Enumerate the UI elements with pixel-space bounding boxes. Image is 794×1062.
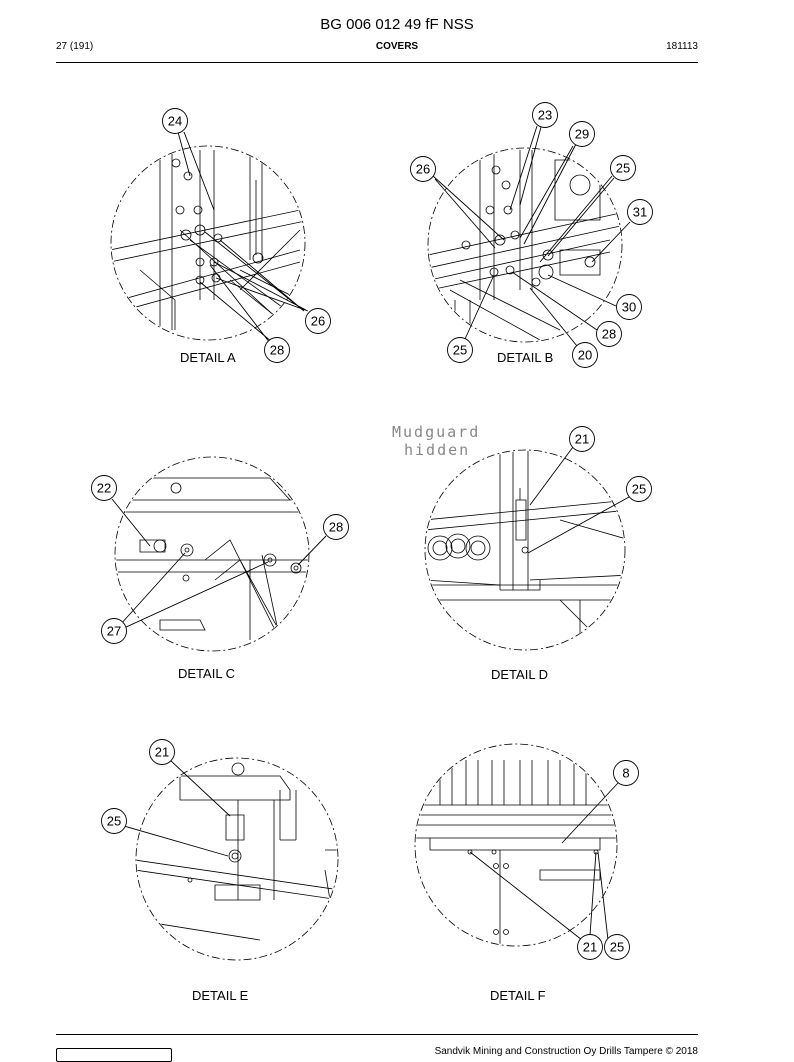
callout-b-2: 29 <box>575 127 589 142</box>
detail-c-label: DETAIL C <box>178 666 235 681</box>
detail-b-label: DETAIL B <box>497 350 553 365</box>
detail-b <box>410 102 653 368</box>
hidden-note: hidden <box>404 441 470 459</box>
callout-b-7: 28 <box>602 327 616 342</box>
page-number: 27 (191) <box>56 41 94 52</box>
detail-a <box>110 108 331 363</box>
callout-b-9: 20 <box>578 348 592 363</box>
detail-f <box>414 743 639 960</box>
callout-b-3: 26 <box>416 162 430 177</box>
callout-b-8: 25 <box>453 343 467 358</box>
header-rule <box>56 62 698 63</box>
callout-c-3: 27 <box>107 624 121 639</box>
callout-d-2: 25 <box>632 482 646 497</box>
callout-a-1: 24 <box>168 114 182 129</box>
callout-b-1: 23 <box>538 108 552 123</box>
callout-b-4: 25 <box>616 161 630 176</box>
copyright-text: Sandvik Mining and Construction Oy Drill… <box>434 1046 698 1057</box>
document-code: 181113 <box>666 41 698 52</box>
detail-c <box>91 456 349 652</box>
callout-c-1: 22 <box>97 481 111 496</box>
detail-e <box>101 739 339 961</box>
company-logo <box>56 1048 172 1062</box>
mudguard-note: Mudguard <box>392 423 480 441</box>
callout-f-1: 8 <box>622 766 629 781</box>
detail-d <box>424 426 652 651</box>
callout-e-1: 21 <box>155 745 169 760</box>
callout-d-1: 21 <box>575 432 589 447</box>
callout-c-2: 28 <box>329 520 343 535</box>
section-title: COVERS <box>375 41 419 52</box>
detail-a-label: DETAIL A <box>180 350 236 365</box>
callout-a-3: 28 <box>270 343 284 358</box>
callout-f-2: 21 <box>583 940 597 955</box>
callout-b-5: 31 <box>633 205 647 220</box>
callout-f-3: 25 <box>610 940 624 955</box>
footer-rule <box>56 1034 698 1035</box>
detail-f-label: DETAIL F <box>490 988 546 1003</box>
detail-e-label: DETAIL E <box>192 988 249 1003</box>
callout-b-6: 30 <box>622 300 636 315</box>
detail-d-label: DETAIL D <box>491 667 548 682</box>
document-title: BG 006 012 49 fF NSS <box>320 16 474 33</box>
callout-e-2: 25 <box>107 814 121 829</box>
callout-a-2: 26 <box>311 314 325 329</box>
